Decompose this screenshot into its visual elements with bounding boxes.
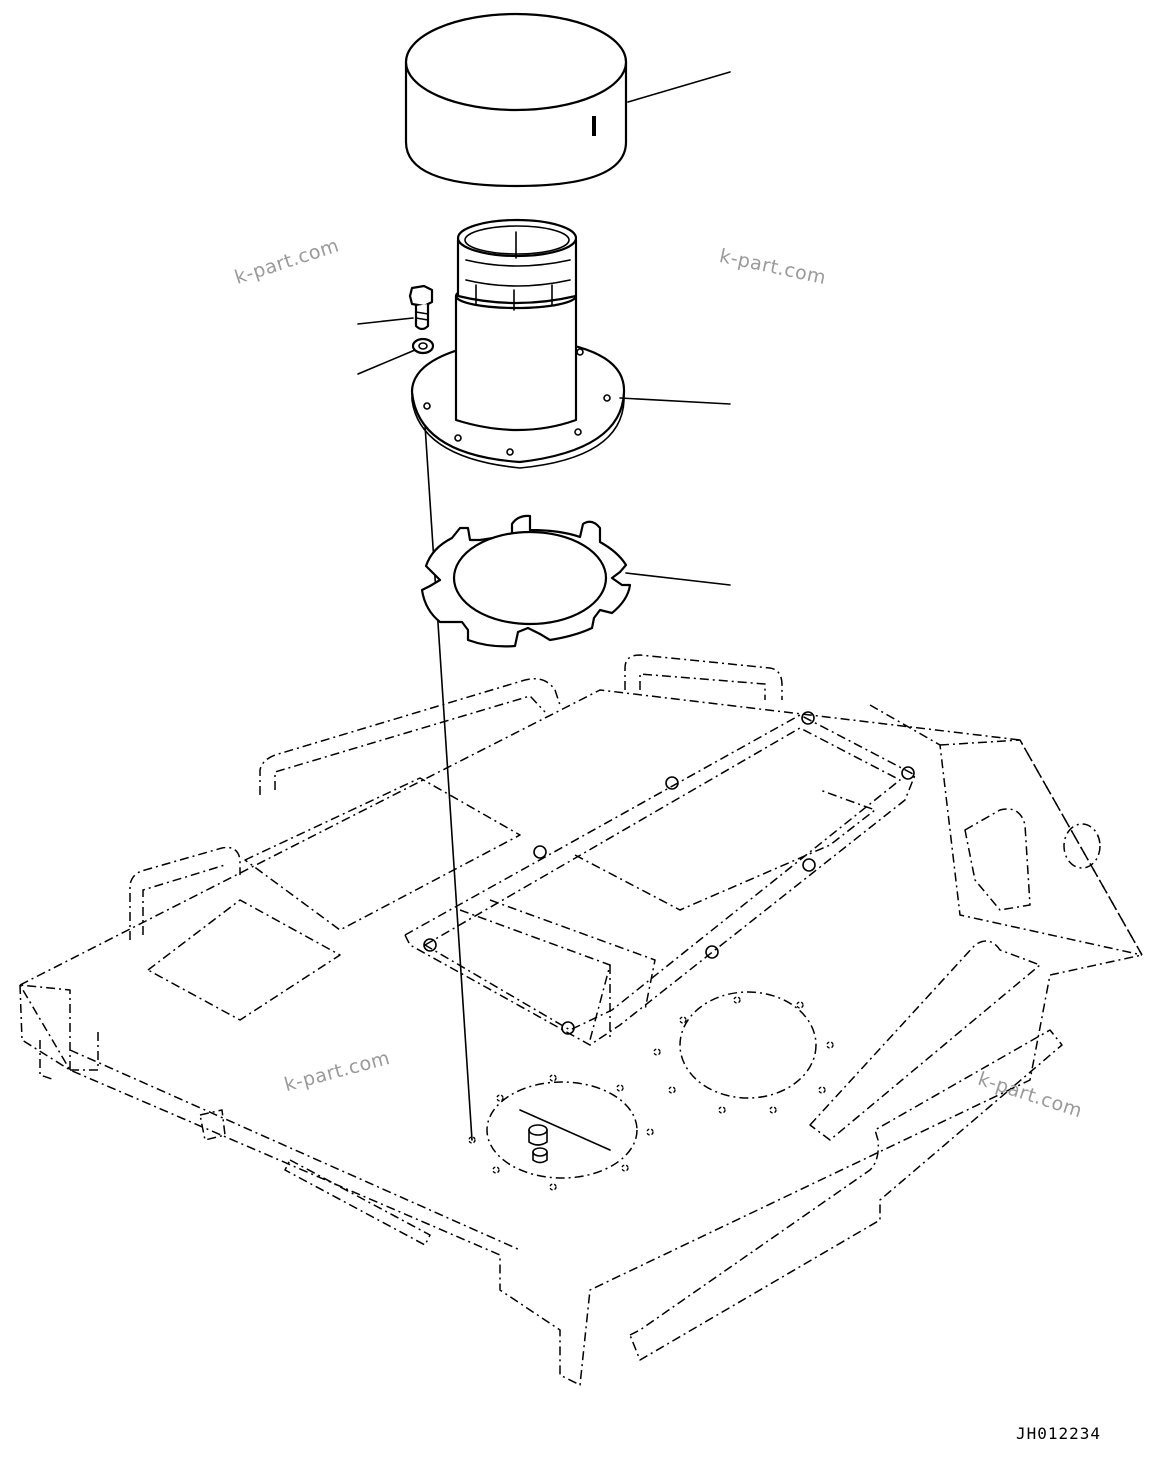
leader-gasket: [625, 572, 731, 586]
leader-bolt: [357, 317, 414, 325]
cap: [404, 12, 628, 188]
fittings: [528, 1124, 548, 1164]
intake-pipe-flange: [410, 218, 626, 469]
bolt-circle-right: [653, 996, 834, 1114]
leader-cap: [627, 71, 731, 103]
flange-holes: [423, 348, 611, 456]
gasket: [420, 514, 632, 648]
hatch-bolts: [423, 711, 915, 1035]
washer: [411, 337, 435, 355]
leader-lines: [357, 71, 731, 586]
drawing-code: JH012234: [1015, 1424, 1101, 1443]
leader-pipe: [619, 397, 731, 405]
frame-cover-plate: [19, 654, 1143, 1386]
bolt-circle-left: [468, 1074, 654, 1191]
alignment-line: [423, 409, 473, 1141]
leader-washer: [357, 349, 416, 375]
bolt: [408, 284, 434, 331]
